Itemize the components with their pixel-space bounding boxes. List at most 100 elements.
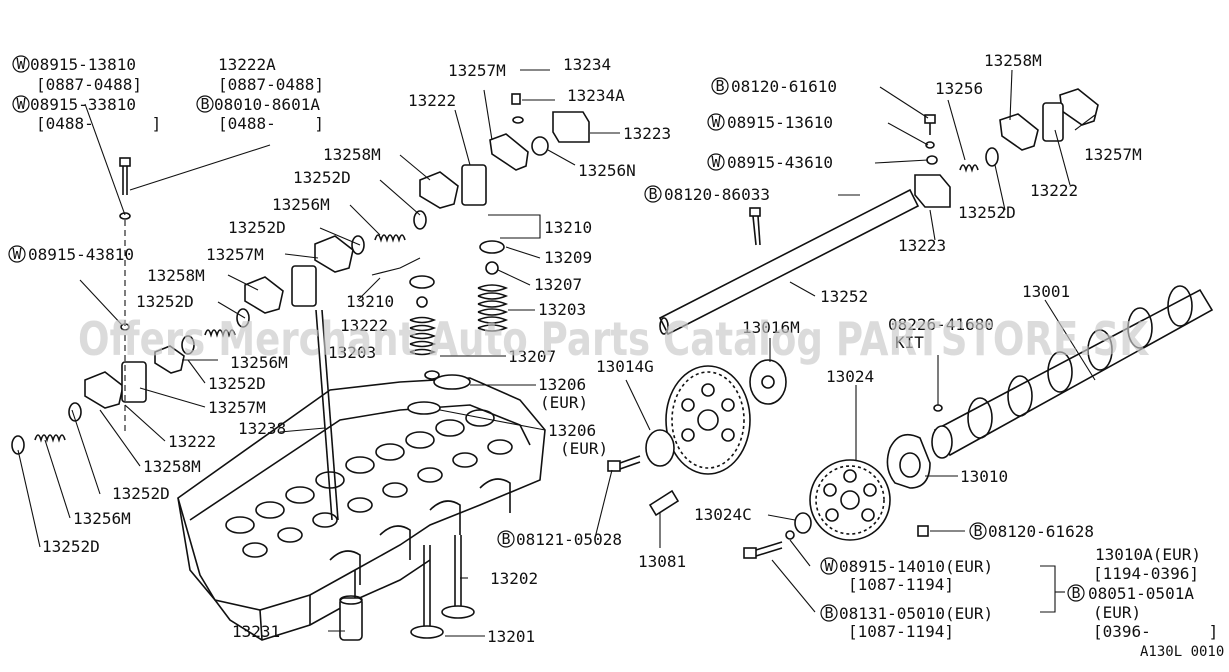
prefix-w-1: W <box>12 55 30 73</box>
svg-text:W: W <box>711 153 721 171</box>
rocker-arms-right[interactable] <box>749 88 1099 246</box>
label-13014G: 13014G <box>596 357 654 376</box>
part-labels: W 08915-13810 [0887-0488] W 08915-33810 … <box>8 51 1224 660</box>
push-rod[interactable] <box>315 309 339 521</box>
svg-text:W: W <box>16 95 26 113</box>
label-13234A: 13234A <box>567 86 625 105</box>
prefix-w-2: W <box>12 95 30 113</box>
label-13252D-a: 13252D <box>293 168 351 187</box>
prefix-b-3: B <box>711 77 729 95</box>
label-eur-c: (EUR) <box>1093 603 1141 622</box>
rocker-arms-left[interactable] <box>11 157 487 455</box>
svg-text:W: W <box>824 557 834 575</box>
label-13238: 13238 <box>238 419 286 438</box>
label-b-08120-86033: 08120-86033 <box>664 185 770 204</box>
svg-text:W: W <box>711 113 721 131</box>
valve-spring-assembly[interactable] <box>407 240 509 415</box>
label-13252D-b: 13252D <box>228 218 286 237</box>
label-13001: 13001 <box>1022 282 1070 301</box>
svg-text:B: B <box>200 95 209 113</box>
label-13257M-c: 13257M <box>208 398 266 417</box>
camshaft[interactable] <box>931 285 1214 459</box>
label-b-08121-05028: 08121-05028 <box>516 530 622 549</box>
label-13222-r: 13222 <box>1030 181 1078 200</box>
svg-text:B: B <box>824 604 833 622</box>
bolts-lower[interactable] <box>607 404 943 559</box>
label-b-08010-8601A: 08010-8601A <box>214 95 320 114</box>
label-13210-a: 13210 <box>346 292 394 311</box>
label-13223-r: 13223 <box>898 236 946 255</box>
label-13222-low: 13222 <box>168 432 216 451</box>
label-eur-b: (EUR) <box>560 439 608 458</box>
label-13206-b: 13206 <box>548 421 596 440</box>
label-13257M-top: 13257M <box>448 61 506 80</box>
label-w-08915-33810: 08915-33810 <box>30 95 136 114</box>
label-13256M-c: 13256M <box>73 509 131 528</box>
label-13016M: 13016M <box>742 318 800 337</box>
label-13223-top: 13223 <box>623 124 671 143</box>
label-13252D-e: 13252D <box>112 484 170 503</box>
date-1087-1194-b: [1087-1194] <box>848 622 954 641</box>
label-13081: 13081 <box>638 552 686 571</box>
label-13231: 13231 <box>232 622 280 641</box>
figure-code: A130L 0010 <box>1140 644 1224 660</box>
valve-lifter[interactable] <box>339 595 363 641</box>
crank-gear-13014G[interactable] <box>645 365 751 475</box>
label-w-08915-13810: 08915-13810 <box>30 55 136 74</box>
svg-text:B: B <box>1071 584 1080 602</box>
prefix-b-1: B <box>196 95 214 113</box>
label-w-08915-14010: 08915-14010(EUR) <box>839 557 993 576</box>
label-13252D-f: 13252D <box>42 537 100 556</box>
label-13256: 13256 <box>935 79 983 98</box>
rocker-shaft[interactable] <box>658 188 920 336</box>
label-13010A: 13010A(EUR) <box>1095 545 1201 564</box>
prefix-b-4: B <box>644 185 662 203</box>
rocker-arms-top[interactable] <box>489 93 590 171</box>
svg-text:B: B <box>501 530 510 548</box>
label-13252: 13252 <box>820 287 868 306</box>
prefix-w-3: W <box>8 245 26 263</box>
label-b-08120-61628: 08120-61628 <box>988 522 1094 541</box>
label-13206-a: 13206 <box>538 375 586 394</box>
label-eur-a: (EUR) <box>540 393 588 412</box>
cam-gear-13024[interactable] <box>809 459 891 541</box>
label-13234: 13234 <box>563 55 611 74</box>
svg-text:W: W <box>16 55 26 73</box>
valves[interactable] <box>410 535 475 639</box>
date-0887-0488-b: [0887-0488] <box>218 75 324 94</box>
label-w-08915-43610: 08915-43610 <box>727 153 833 172</box>
label-13207-a: 13207 <box>534 275 582 294</box>
date-0488-a: [0488- ] <box>36 114 161 133</box>
prefix-b-6: B <box>820 604 838 622</box>
label-13258M-b: 13258M <box>147 266 205 285</box>
thrust-plate-13010[interactable] <box>886 433 931 489</box>
label-13024: 13024 <box>826 367 874 386</box>
svg-text:B: B <box>648 185 657 203</box>
label-13201: 13201 <box>487 627 535 646</box>
plate-13016M[interactable] <box>749 359 787 405</box>
cylinder-head[interactable] <box>177 377 546 641</box>
prefix-b-2: B <box>497 530 515 548</box>
date-1087-1194-a: [1087-1194] <box>848 575 954 594</box>
leader-lines <box>17 69 1096 637</box>
date-0887-0488-a: [0887-0488] <box>36 75 142 94</box>
label-13256M-b: 13256M <box>230 353 288 372</box>
label-kit: KIT <box>895 333 924 352</box>
label-13202: 13202 <box>490 569 538 588</box>
label-13252D-d: 13252D <box>208 374 266 393</box>
label-13209: 13209 <box>544 248 592 267</box>
label-13257M-r: 13257M <box>1084 145 1142 164</box>
label-13258M-a: 13258M <box>323 145 381 164</box>
label-13252D-r: 13252D <box>958 203 1016 222</box>
prefix-b-5: B <box>969 522 987 540</box>
label-13207-b: 13207 <box>508 347 556 366</box>
label-13210-b: 13210 <box>544 218 592 237</box>
label-13203: 13203 <box>538 300 586 319</box>
label-13258M-c: 13258M <box>143 457 201 476</box>
prefix-w-4: W <box>707 113 725 131</box>
svg-text:B: B <box>715 77 724 95</box>
label-13256N: 13256N <box>578 161 636 180</box>
label-w-08915-13610: 08915-13610 <box>727 113 833 132</box>
prefix-b-7: B <box>1067 584 1085 602</box>
